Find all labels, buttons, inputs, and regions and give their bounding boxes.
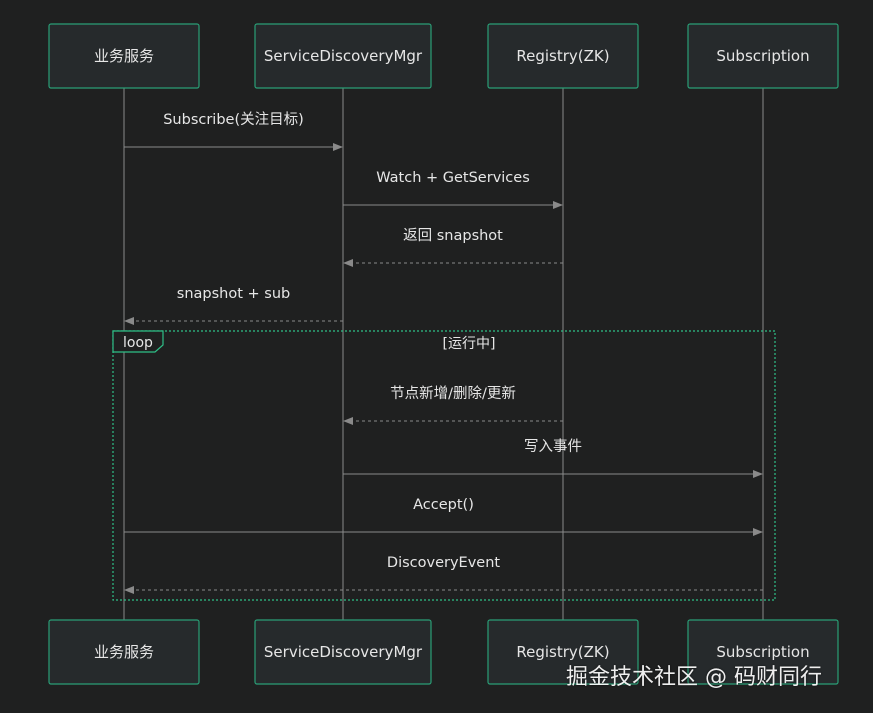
loop-fragment: loop [运行中] [112,330,776,601]
participant-sdm-top: ServiceDiscoveryMgr [254,23,432,89]
participant-label: Subscription [716,47,809,65]
messages: Subscribe(关注目标) Watch + GetServices 返回 sna… [124,111,763,594]
message-label: snapshot + sub [177,286,290,302]
participant-box [687,23,839,89]
message-5: 节点新增/删除/更新 [343,385,563,425]
participant-label: Registry(ZK) [516,643,609,661]
message-3: 返回 snapshot [343,227,563,267]
participant-sub-bottom: Subscription [687,619,839,685]
message-1: Subscribe(关注目标) [124,111,343,151]
participant-reg-top: Registry(ZK) [487,23,639,89]
participant-boxes: 业务服务业务服务ServiceDiscoveryMgrServiceDiscov… [48,23,839,685]
message-label: 节点新增/删除/更新 [390,385,516,402]
message-label: Accept() [413,497,474,513]
participant-box [254,619,432,685]
participant-biz-bottom: 业务服务 [48,619,200,685]
message-label: Subscribe(关注目标) [163,111,304,128]
message-7: Accept() [124,497,763,536]
participant-biz-top: 业务服务 [48,23,200,89]
message-label: Watch + GetServices [376,170,530,186]
message-6: 写入事件 [343,438,763,478]
participant-sdm-bottom: ServiceDiscoveryMgr [254,619,432,685]
message-2: Watch + GetServices [343,170,563,209]
participant-label: ServiceDiscoveryMgr [264,643,423,661]
watermark: 掘金技术社区 @ 码财同行 [566,665,822,690]
participant-box [48,23,200,89]
participant-box [487,23,639,89]
participant-box [48,619,200,685]
participant-box [254,23,432,89]
participant-label: 业务服务 [94,643,154,661]
participant-reg-bottom: Registry(ZK) [487,619,639,685]
participant-label: Subscription [716,643,809,661]
participant-label: 业务服务 [94,47,154,65]
participant-label: ServiceDiscoveryMgr [264,47,423,65]
message-label: 返回 snapshot [403,227,503,244]
loop-frame [112,330,776,601]
participant-label: Registry(ZK) [516,47,609,65]
participant-box [687,619,839,685]
message-4: snapshot + sub [124,286,343,325]
message-8: DiscoveryEvent [124,555,763,594]
loop-label-tab [112,330,164,353]
message-label: DiscoveryEvent [387,555,500,571]
participant-sub-top: Subscription [687,23,839,89]
loop-condition: [运行中] [443,336,496,352]
message-label: 写入事件 [524,438,582,455]
lifelines [123,88,764,620]
participant-box [487,619,639,685]
loop-label: loop [123,335,153,351]
